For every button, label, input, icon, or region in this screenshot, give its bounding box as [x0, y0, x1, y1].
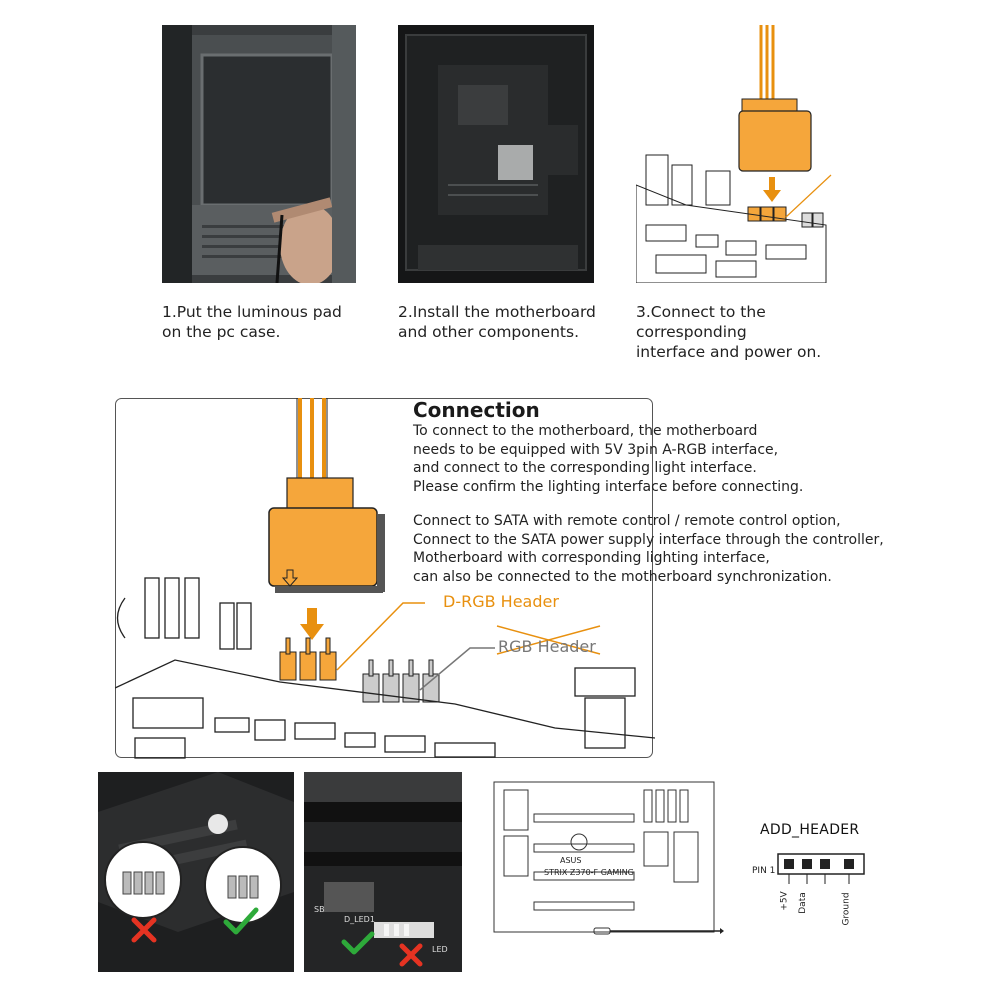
step2-photo	[398, 25, 594, 283]
step2-line2: and other components.	[398, 323, 579, 341]
pin-label-5v: +5V	[779, 891, 790, 911]
step3-line3: interface and power on.	[636, 343, 822, 361]
connection-p2-line4: can also be connected to the motherboard…	[413, 568, 832, 585]
add-header-title: ADD_HEADER	[760, 822, 860, 838]
board-model-label: STRIX Z370-F GAMING	[544, 868, 634, 877]
add-header-diagram: ADD_HEADER PIN 1 +5V Data Ground	[750, 818, 870, 928]
bottom-photo-left	[98, 772, 294, 972]
connection-p1-line2: needs to be equipped with 5V 3pin A-RGB …	[413, 441, 779, 458]
connection-p2-line2: Connect to the SATA power supply interfa…	[413, 531, 884, 548]
step2-line1: 2.Install the motherboard	[398, 303, 596, 321]
connection-paragraph1: To connect to the motherboard, the mothe…	[413, 422, 803, 496]
sb-label: SB	[314, 905, 325, 914]
wrong-cross-icon-2	[399, 943, 423, 967]
correct-check-icon-2	[341, 931, 375, 955]
step3-line1: 3.Connect to the	[636, 303, 766, 321]
rgb-header-label: RGB Header	[498, 637, 596, 656]
d-led1-label: D_LED1	[344, 915, 375, 924]
correct-check-icon	[223, 907, 259, 935]
connection-p1-line4: Please confirm the lighting interface be…	[413, 478, 804, 495]
pin1-label: PIN 1	[752, 866, 776, 876]
led-label: LED	[432, 945, 448, 954]
connection-paragraph2: Connect to SATA with remote control / re…	[413, 512, 884, 586]
step1-caption: 1.Put the luminous pad on the pc case.	[162, 302, 342, 342]
step1-photo	[162, 25, 356, 283]
step1-line1: 1.Put the luminous pad	[162, 303, 342, 321]
step3-diagram	[636, 25, 832, 283]
board-brand-label: ASUS	[560, 856, 582, 865]
connection-p2-line1: Connect to SATA with remote control / re…	[413, 513, 841, 529]
pin-label-ground: Ground	[841, 892, 852, 926]
step3-line2: corresponding	[636, 323, 747, 341]
connection-p2-line3: Motherboard with corresponding lighting …	[413, 550, 770, 566]
connection-title: Connection	[413, 398, 540, 422]
connection-panel: Connection To connect to the motherboard…	[115, 398, 884, 760]
step1-line2: on the pc case.	[162, 323, 281, 341]
bottom-photo-middle: SB D_LED1 LED	[304, 772, 462, 972]
wrong-cross-icon	[131, 917, 157, 943]
connection-p1-line1: To connect to the motherboard, the mothe…	[413, 423, 758, 439]
pin-label-data: Data	[797, 892, 808, 914]
step2-caption: 2.Install the motherboard and other comp…	[398, 302, 596, 342]
step3-caption: 3.Connect to the corresponding interface…	[636, 302, 821, 362]
connection-p1-line3: and connect to the corresponding light i…	[413, 460, 757, 476]
bottom-board-diagram: ASUS STRIX Z370-F GAMING	[484, 772, 724, 942]
drgb-header-label: D-RGB Header	[443, 592, 559, 611]
